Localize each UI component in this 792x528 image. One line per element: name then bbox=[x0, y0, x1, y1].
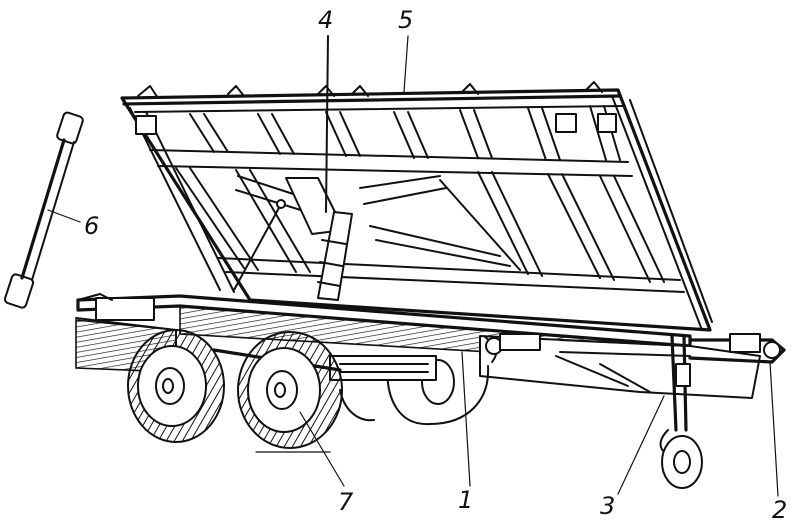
wheel-right bbox=[237, 331, 343, 453]
tipping-platform bbox=[120, 81, 713, 332]
wheel-left bbox=[127, 329, 225, 443]
spare-prop-rod bbox=[3, 111, 84, 309]
callout-4: 4 bbox=[318, 6, 334, 34]
drawbar bbox=[688, 333, 786, 364]
callout-7: 7 bbox=[338, 488, 354, 516]
support-leg bbox=[659, 334, 703, 489]
callout-3: 3 bbox=[600, 492, 616, 520]
prop-rod bbox=[233, 199, 286, 291]
chassis-frame bbox=[75, 293, 761, 399]
hydraulic-cylinder bbox=[317, 35, 353, 301]
callout-2: 2 bbox=[772, 496, 788, 524]
callout-5: 5 bbox=[398, 6, 414, 34]
callout-1: 1 bbox=[458, 486, 474, 514]
leader-lines bbox=[47, 35, 779, 497]
callout-6: 6 bbox=[84, 212, 100, 240]
